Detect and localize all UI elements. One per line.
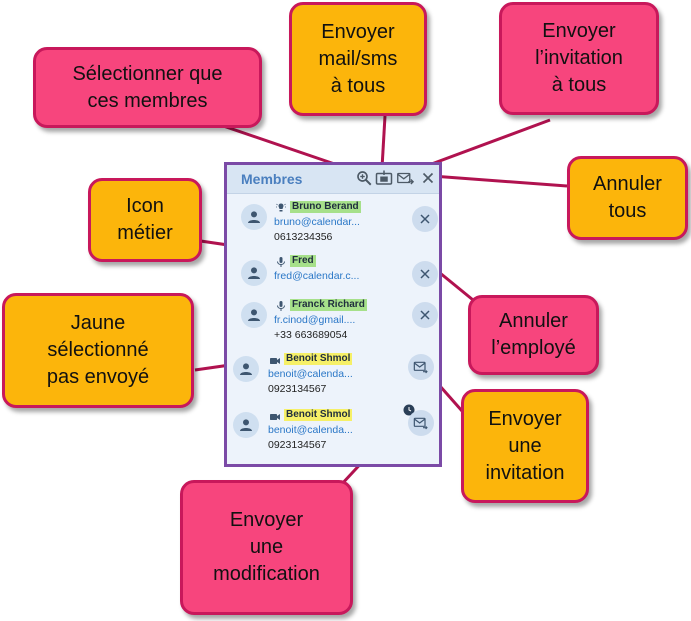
- callout-send-invite-all: Envoyer l’invitation à tous: [499, 2, 659, 115]
- member-email[interactable]: bruno@calendar...: [274, 216, 360, 228]
- avatar: [241, 204, 267, 230]
- callout-text: Envoyer l’invitation à tous: [535, 20, 623, 96]
- callout-cancel-all: Annuler tous: [567, 156, 688, 240]
- member-row[interactable]: Franck Richard fr.cinod@gmail.... +33 66…: [227, 296, 439, 352]
- avatar: [241, 260, 267, 286]
- member-row[interactable]: Fred fred@calendar.c...: [227, 252, 439, 308]
- videocam-icon: [270, 414, 280, 420]
- callout-text: Envoyer mail/sms à tous: [318, 20, 398, 97]
- send-invite-all-icon[interactable]: [397, 169, 415, 187]
- member-phone: 0613234356: [274, 231, 333, 243]
- callout-text: Annuler l’employé: [491, 310, 576, 359]
- close-icon: [420, 214, 430, 224]
- callout-send-mail-sms: Envoyer mail/sms à tous: [289, 2, 427, 116]
- person-icon: [240, 363, 252, 375]
- person-icon: [248, 267, 260, 279]
- member-phone: 0923134567: [268, 383, 327, 395]
- member-phone: 0923134567: [268, 439, 327, 451]
- avatar: [233, 356, 259, 382]
- member-email[interactable]: benoit@calenda...: [268, 368, 353, 380]
- member-name: Franck Richard: [290, 299, 367, 311]
- member-name: Fred: [290, 255, 316, 267]
- member-row[interactable]: Benoit Shmol benoit@calenda... 092313456…: [227, 350, 439, 406]
- microphone-icon: [277, 257, 285, 267]
- member-email[interactable]: fred@calendar.c...: [274, 270, 360, 282]
- avatar: [241, 302, 267, 328]
- person-icon: [240, 419, 252, 431]
- person-icon: [248, 211, 260, 223]
- callout-text: Envoyer une invitation: [485, 407, 565, 484]
- callout-send-modification: Envoyer une modification: [180, 480, 353, 615]
- close-icon: [420, 310, 430, 320]
- cancel-employee-button[interactable]: [412, 302, 438, 328]
- person-icon: [248, 309, 260, 321]
- zoom-select-icon[interactable]: [355, 169, 373, 187]
- lightbulb-icon: [276, 203, 286, 212]
- members-list: Bruno Berand bruno@calendar... 061323435…: [227, 194, 439, 464]
- panel-title: Membres: [241, 171, 303, 187]
- member-phone: +33 663689054: [274, 329, 348, 341]
- callout-cancel-employee: Annuler l’employé: [468, 295, 599, 375]
- send-mail-icon: [413, 361, 428, 374]
- videocam-icon: [270, 358, 280, 364]
- cancel-employee-button[interactable]: [412, 206, 438, 232]
- panel-header: Membres: [227, 165, 439, 194]
- callout-yellow-selected: Jaune sélectionné pas envoyé: [2, 293, 194, 408]
- avatar: [233, 412, 259, 438]
- member-name: Benoit Shmol: [284, 353, 353, 365]
- member-email[interactable]: benoit@calenda...: [268, 424, 353, 436]
- member-row[interactable]: Bruno Berand bruno@calendar... 061323435…: [227, 198, 439, 254]
- send-mail-icon: [413, 417, 428, 430]
- callout-text: Icon métier: [117, 195, 173, 244]
- members-panel: Membres: [224, 162, 442, 467]
- member-email[interactable]: fr.cinod@gmail....: [274, 314, 356, 326]
- callout-text: Jaune sélectionné pas envoyé: [46, 312, 150, 388]
- member-name: Bruno Berand: [290, 201, 361, 213]
- callout-text: Annuler tous: [593, 173, 662, 222]
- microphone-icon: [277, 301, 285, 311]
- send-mail-sms-icon[interactable]: [375, 169, 393, 187]
- send-invite-button[interactable]: [408, 354, 434, 380]
- callout-send-invite: Envoyer une invitation: [461, 389, 589, 503]
- close-icon: [420, 269, 430, 279]
- send-modification-button[interactable]: [408, 410, 434, 436]
- close-all-icon[interactable]: [419, 169, 437, 187]
- cancel-employee-button[interactable]: [412, 261, 438, 287]
- callout-select-members: Sélectionner que ces membres: [33, 47, 262, 128]
- callout-text: Envoyer une modification: [213, 509, 320, 585]
- member-row[interactable]: Benoit Shmol benoit@calenda... 092313456…: [227, 404, 439, 462]
- member-name: Benoit Shmol: [284, 409, 353, 421]
- callout-job-icon: Icon métier: [88, 178, 202, 262]
- callout-text: Sélectionner que ces membres: [72, 62, 223, 112]
